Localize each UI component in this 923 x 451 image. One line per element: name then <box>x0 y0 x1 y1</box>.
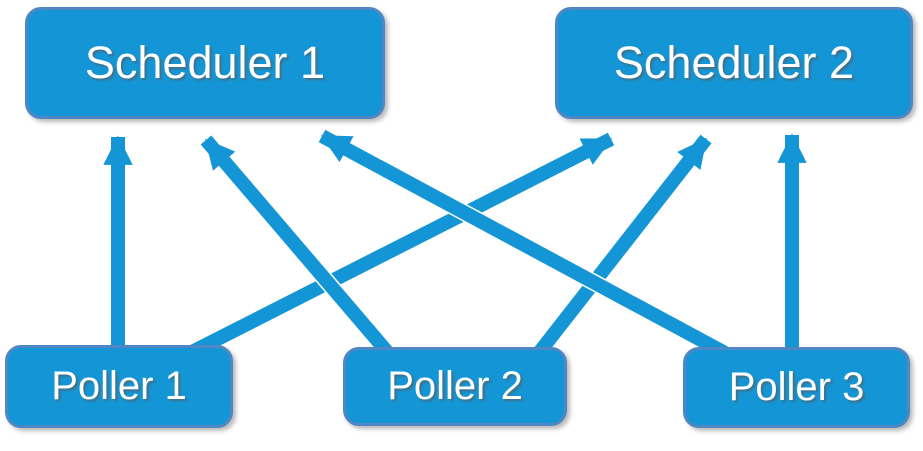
node-scheduler-2-label: Scheduler 2 <box>613 37 855 88</box>
node-scheduler-1: Scheduler 1 <box>25 7 385 119</box>
node-poller-1-label: Poller 1 <box>51 364 187 408</box>
node-poller-3: Poller 3 <box>683 347 910 428</box>
node-poller-2: Poller 2 <box>343 347 567 426</box>
arrow-poller-1-to-scheduler-2 <box>188 132 615 359</box>
node-poller-2-label: Poller 2 <box>387 364 523 408</box>
arrow-poller-3-to-scheduler-1 <box>318 129 731 361</box>
node-scheduler-1-label: Scheduler 1 <box>84 37 326 88</box>
arrow-poller-2-to-scheduler-2 <box>532 134 712 359</box>
node-scheduler-2: Scheduler 2 <box>555 7 913 119</box>
node-poller-1: Poller 1 <box>5 345 233 428</box>
node-poller-3-label: Poller 3 <box>728 365 865 409</box>
arrow-poller-2-to-scheduler-1 <box>200 135 395 359</box>
